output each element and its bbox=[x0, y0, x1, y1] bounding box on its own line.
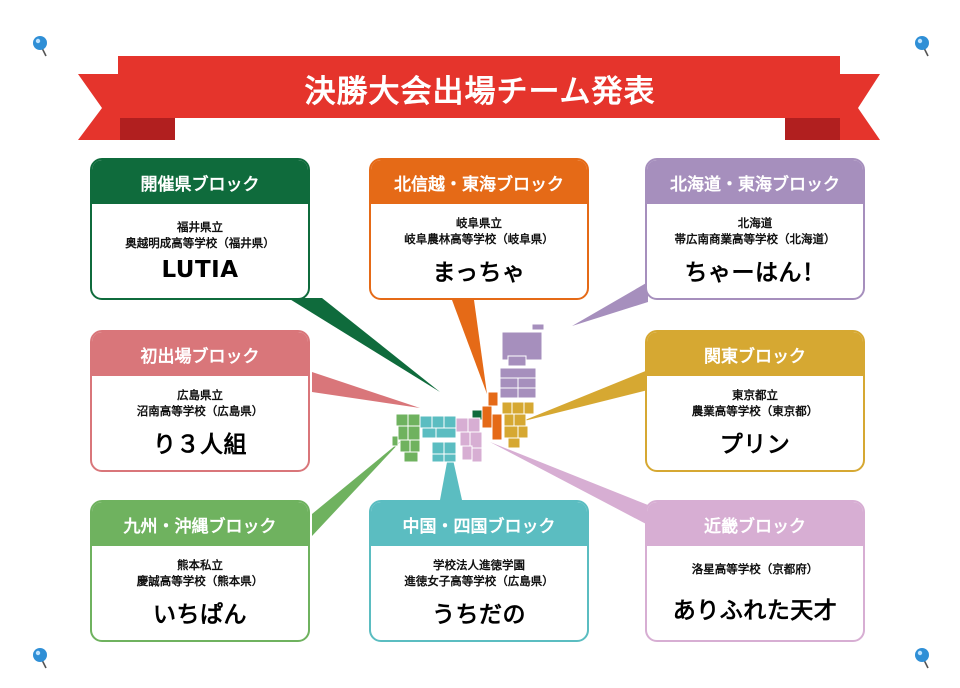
block-header: 開催県ブロック bbox=[92, 160, 308, 204]
block-card-kyushu-okinawa: 九州・沖縄ブロック 熊本私立 慶誠高等学校（熊本県） いちぱん bbox=[90, 500, 310, 642]
team-name: いちぱん bbox=[153, 602, 247, 628]
region-tohoku bbox=[499, 367, 537, 399]
team-name: ありふれた天才 bbox=[672, 598, 838, 624]
block-body: 熊本私立 慶誠高等学校（熊本県） いちぱん bbox=[92, 546, 308, 640]
team-name: うちだの bbox=[432, 602, 526, 628]
school-name: 進徳女子高等学校（広島県） bbox=[404, 574, 554, 588]
banner-right-fold bbox=[785, 116, 840, 140]
team-name: まっちゃ bbox=[432, 260, 526, 286]
pushpin-icon bbox=[33, 648, 47, 669]
region-kinki bbox=[455, 417, 483, 463]
school-name: 帯広南商業高等学校（北海道） bbox=[674, 232, 836, 246]
school-prefecture: 学校法人進徳学園 bbox=[433, 558, 525, 572]
block-label: 北海道・東海ブロック bbox=[670, 174, 840, 195]
school-prefecture: 熊本私立 bbox=[177, 558, 223, 572]
pushpin-icon bbox=[915, 36, 929, 57]
block-card-kinki: 近畿ブロック 洛星高等学校（京都府） ありふれた天才 bbox=[645, 500, 865, 642]
page-title: 決勝大会出場チーム発表 bbox=[304, 73, 656, 110]
pointer-chugoku-shikoku bbox=[440, 446, 462, 500]
title-banner bbox=[78, 56, 880, 140]
region-chugoku-shikoku bbox=[419, 415, 457, 463]
team-name: LUTIA bbox=[161, 257, 239, 283]
block-card-kanto: 関東ブロック 東京都立 農業高等学校（東京都） プリン bbox=[645, 330, 865, 472]
block-header: 北信越・東海ブロック bbox=[371, 160, 587, 204]
school-name: 慶誠高等学校（熊本県） bbox=[136, 574, 264, 588]
region-kyushu-okinawa bbox=[391, 413, 421, 463]
block-body: 東京都立 農業高等学校（東京都） プリン bbox=[647, 376, 863, 470]
block-label: 中国・四国ブロック bbox=[402, 516, 556, 537]
school-prefecture: 東京都立 bbox=[732, 388, 778, 402]
pointer-hokushinetsu-tokai bbox=[452, 300, 487, 394]
team-name: ちゃーはん！ bbox=[684, 260, 826, 286]
block-body: 岐阜県立 岐阜農林高等学校（岐阜県） まっちゃ bbox=[371, 204, 587, 298]
block-body: 広島県立 沼南高等学校（広島県） り３人組 bbox=[92, 376, 308, 470]
block-body: 学校法人進徳学園 進徳女子高等学校（広島県） うちだの bbox=[371, 546, 587, 640]
block-body: 福井県立 奥越明成高等学校（福井県） LUTIA bbox=[92, 204, 308, 298]
school-prefecture: 広島県立 bbox=[177, 388, 223, 402]
block-card-chugoku-shikoku: 中国・四国ブロック 学校法人進徳学園 進徳女子高等学校（広島県） うちだの bbox=[369, 500, 589, 642]
school-prefecture: 岐阜県立 bbox=[456, 216, 502, 230]
block-body: 洛星高等学校（京都府） ありふれた天才 bbox=[647, 546, 863, 640]
school-name: 沼南高等学校（広島県） bbox=[136, 404, 264, 418]
school-name: 農業高等学校（東京都） bbox=[691, 404, 819, 418]
team-name: プリン bbox=[719, 432, 791, 458]
region-kanto bbox=[501, 401, 535, 449]
region-hokushinetsu bbox=[481, 391, 503, 441]
pointer-host bbox=[288, 298, 440, 392]
pointer-kyushu-okinawa bbox=[312, 440, 402, 536]
block-header: 中国・四国ブロック bbox=[371, 502, 587, 546]
block-card-first-appearance: 初出場ブロック 広島県立 沼南高等学校（広島県） り３人組 bbox=[90, 330, 310, 472]
banner-body bbox=[118, 56, 840, 118]
block-label: 近畿ブロック bbox=[704, 516, 806, 537]
block-header: 近畿ブロック bbox=[647, 502, 863, 546]
pointer-kinki bbox=[490, 442, 648, 525]
region-hokkaido bbox=[501, 323, 545, 367]
pointer-hokkaido-tohoku bbox=[572, 282, 648, 326]
block-label: 開催県ブロック bbox=[140, 174, 260, 195]
block-header: 関東ブロック bbox=[647, 332, 863, 376]
block-header: 九州・沖縄ブロック bbox=[92, 502, 308, 546]
pushpin-icon bbox=[33, 36, 47, 57]
block-label: 関東ブロック bbox=[704, 346, 806, 367]
block-header: 北海道・東海ブロック bbox=[647, 160, 863, 204]
pointer-kanto bbox=[520, 370, 648, 422]
school-name: 岐阜農林高等学校（岐阜県） bbox=[404, 232, 554, 246]
block-card-hokushinetsu-tokai: 北信越・東海ブロック 岐阜県立 岐阜農林高等学校（岐阜県） まっちゃ bbox=[369, 158, 589, 300]
block-body: 北海道 帯広南商業高等学校（北海道） ちゃーはん！ bbox=[647, 204, 863, 298]
school-name: 奥越明成高等学校（福井県） bbox=[125, 236, 275, 250]
pointer-first-appearance bbox=[312, 372, 420, 408]
school-name: 洛星高等学校（京都府） bbox=[691, 562, 819, 576]
school-prefecture: 北海道 bbox=[737, 216, 773, 230]
pushpin-icon bbox=[915, 648, 929, 669]
block-header: 初出場ブロック bbox=[92, 332, 308, 376]
block-label: 北信越・東海ブロック bbox=[394, 174, 564, 195]
block-card-host: 開催県ブロック 福井県立 奥越明成高等学校（福井県） LUTIA bbox=[90, 158, 310, 300]
block-label: 九州・沖縄ブロック bbox=[123, 516, 277, 537]
team-name: り３人組 bbox=[153, 432, 247, 458]
school-prefecture: 福井県立 bbox=[177, 220, 223, 234]
banner-left-fold bbox=[120, 116, 175, 140]
block-card-hokkaido-tohoku: 北海道・東海ブロック 北海道 帯広南商業高等学校（北海道） ちゃーはん！ bbox=[645, 158, 865, 300]
block-label: 初出場ブロック bbox=[140, 346, 260, 367]
